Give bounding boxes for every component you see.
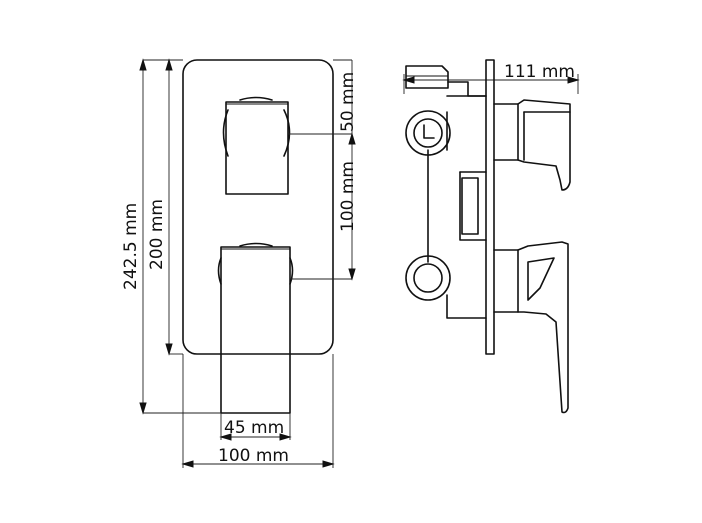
lower-mixer-lever bbox=[217, 242, 294, 414]
dim-plate-height bbox=[165, 58, 183, 356]
lower-port bbox=[405, 255, 451, 301]
label-depth: 111 mm bbox=[504, 62, 575, 82]
dim-total-height bbox=[139, 58, 221, 415]
upper-port bbox=[405, 110, 451, 156]
dim-handle-spacing bbox=[290, 132, 356, 281]
dim-depth bbox=[402, 74, 580, 94]
valve-body bbox=[427, 95, 487, 319]
wall-plate-side bbox=[485, 59, 495, 355]
mounting-bracket bbox=[405, 65, 487, 97]
label-total-height: 242.5 mm bbox=[121, 203, 141, 290]
side-view: 111 mm bbox=[402, 59, 580, 414]
lower-lever-side bbox=[493, 241, 569, 414]
dim-upper-handle bbox=[288, 59, 353, 135]
label-handle-spacing: 100 mm bbox=[338, 161, 358, 232]
label-handle-width: 45 mm bbox=[224, 418, 284, 438]
label-plate-height: 200 mm bbox=[147, 199, 167, 270]
upper-knob-side bbox=[493, 99, 571, 191]
label-plate-width: 100 mm bbox=[218, 446, 289, 466]
wall-plate bbox=[182, 59, 334, 355]
dim-plate-width bbox=[181, 354, 335, 468]
upper-diverter-knob bbox=[222, 96, 291, 195]
dim-handle-width bbox=[219, 413, 292, 441]
label-upper-handle: 50 mm bbox=[338, 72, 358, 132]
front-view: 242.5 mm 200 mm 50 mm 100 mm bbox=[121, 58, 358, 468]
